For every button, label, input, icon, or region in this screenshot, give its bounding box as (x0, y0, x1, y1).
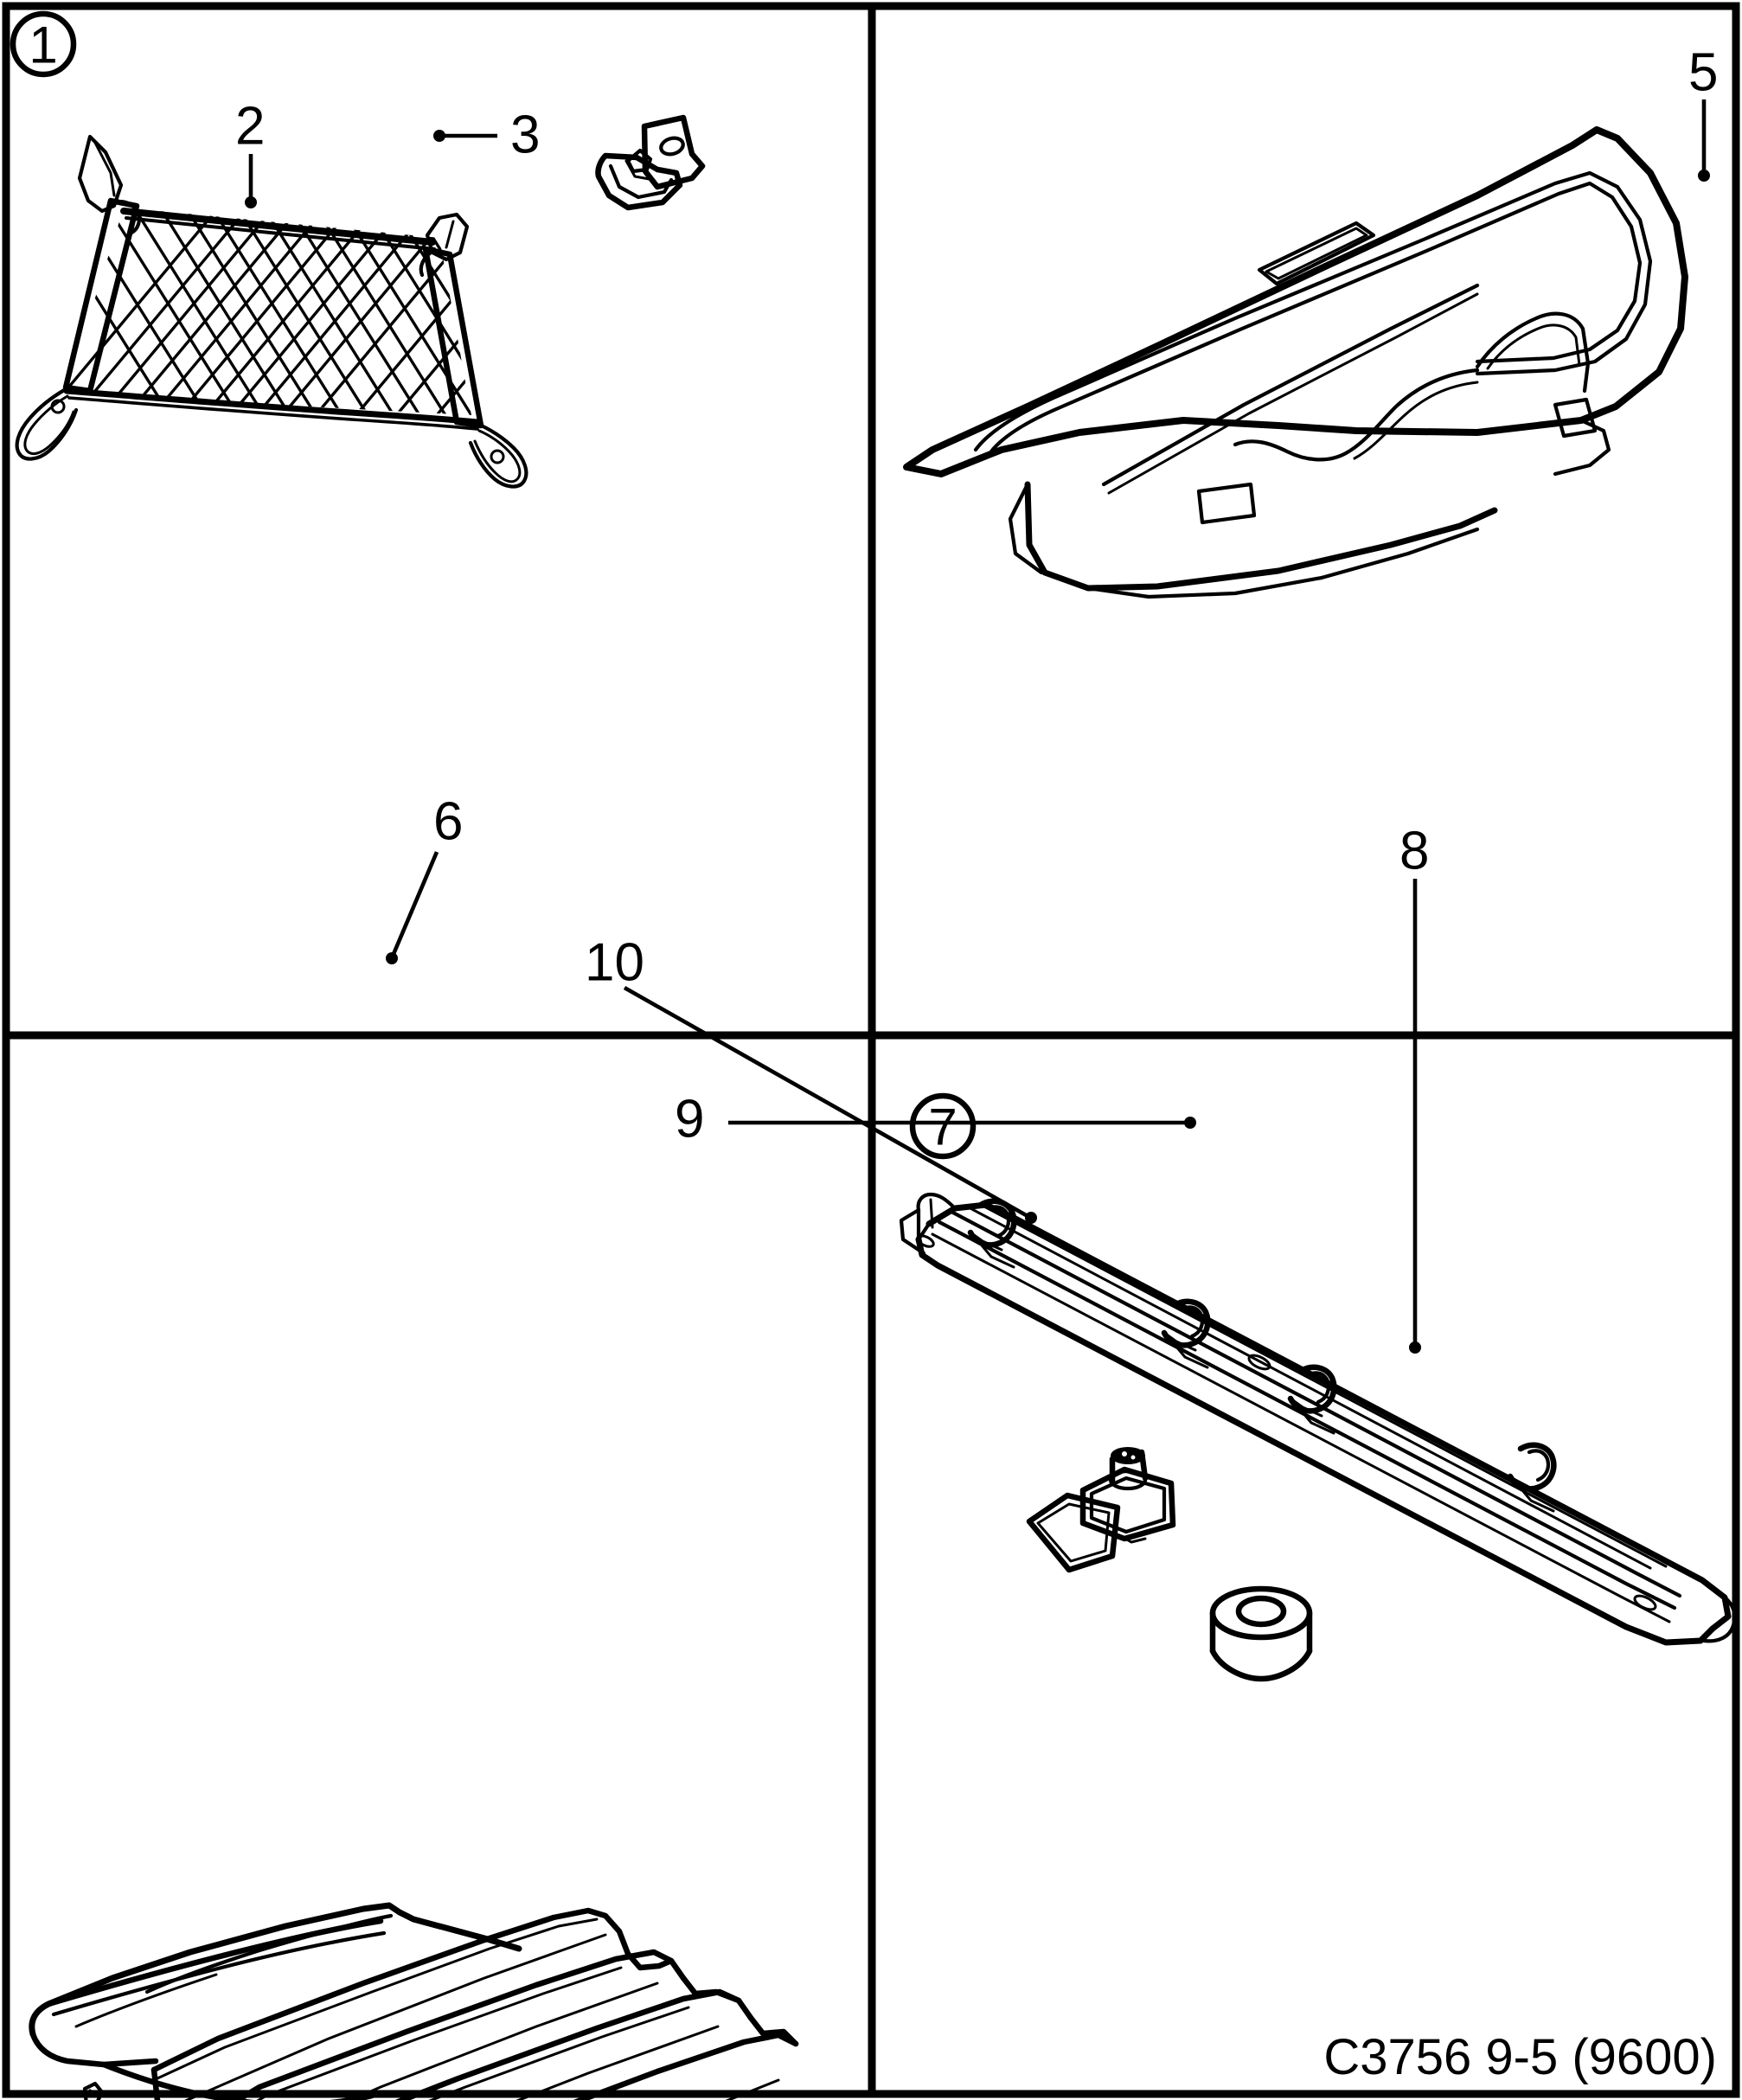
tray-small-compartment-2 (1486, 323, 1581, 370)
tray-right-wall (1553, 418, 1611, 477)
rail-groove-1 (949, 1209, 1682, 1598)
diagram-caption: C3756 9-5 (9600) (1323, 2029, 1717, 2085)
cover-bag-inner-fold-2 (74, 1973, 218, 2028)
rail-end-cap-left (916, 1192, 957, 1242)
cover-crease-a (183, 1933, 607, 2100)
net-hook-top-right (419, 212, 470, 278)
group-number-7: 7 (928, 1098, 957, 1156)
rail-flange-left (899, 1207, 926, 1256)
tray-front-face-left (1008, 482, 1044, 575)
cover-pleat-1-crease (156, 1918, 599, 2080)
tray-front-face (1024, 481, 1498, 592)
group-marker-1: 1 (10, 10, 77, 78)
rubber-grommet-part (1209, 1585, 1313, 1682)
callout-dot-8 (1409, 1341, 1421, 1354)
rail-hole-mid (1247, 1354, 1271, 1371)
net-carabiner-bottom-right (468, 421, 528, 489)
callout-dot-2 (245, 196, 257, 208)
tray-tab-2 (1553, 397, 1598, 439)
tray-inner-rim-outer (973, 170, 1653, 452)
tray-slot-edge (1101, 283, 1480, 487)
net-bottom-edge (63, 387, 481, 426)
tray-outer-rim (903, 126, 1688, 477)
rail-groove-4 (965, 1205, 1652, 1570)
net-top-edge-inner (125, 216, 436, 251)
callout-dot-5 (1698, 170, 1710, 182)
callout-label-9: 9 (675, 1089, 704, 1149)
group-marker-7: 7 (909, 1092, 977, 1160)
cover-bag-front (100, 2061, 375, 2100)
rail-bottom-face (915, 1236, 1716, 1646)
rail-end-cap-right (1701, 1595, 1737, 1643)
callout-label-6: 6 (433, 791, 463, 851)
rail-hole-right (1633, 1594, 1657, 1611)
cover-fold-right-3 (747, 2014, 799, 2047)
net-mounting-hook-part (595, 114, 706, 211)
cover-pleat-4 (573, 2032, 799, 2100)
rail-end-cap-left-2 (929, 1198, 934, 1229)
callout-dot-6 (386, 952, 398, 964)
callout-leader-6 (391, 851, 439, 955)
rail-top-face (925, 1201, 1732, 1632)
tray-handle-recess (1257, 221, 1376, 286)
rail-flange-hole-left (916, 1234, 935, 1248)
callout-label-3: 3 (510, 105, 540, 164)
cover-drawstring-2 (51, 1930, 387, 2017)
net-carabiner-bottom-left (15, 387, 79, 461)
rail-groove-5 (983, 1205, 1668, 1568)
cover-crease-b (348, 1982, 659, 2100)
callout-dot-3 (433, 130, 445, 142)
callout-label-2: 2 (235, 96, 265, 156)
trunk-tray-drawing (903, 126, 1688, 599)
group-number-1: 1 (29, 16, 57, 74)
callout-label-5: 5 (1688, 42, 1718, 102)
fastener-clip-part (1026, 1447, 1176, 1573)
tray-divider-wave (1233, 368, 1480, 462)
rail-groove-2 (937, 1220, 1677, 1610)
rail-groove-3 (931, 1232, 1671, 1623)
cover-upper-bag-lower (29, 2031, 159, 2068)
callout-dot-10 (1025, 1212, 1037, 1224)
cargo-cover-drawing (29, 1902, 799, 2100)
net-bottom-edge-inner (67, 396, 479, 431)
callout-leader-10 (623, 985, 1029, 1219)
cover-crease-c (516, 2025, 720, 2100)
callout-dot-9 (1184, 1117, 1196, 1129)
tray-small-compartment (1475, 311, 1591, 394)
load-rail-drawing (899, 1192, 1737, 1682)
cover-bag-inner-fold (144, 1913, 394, 1994)
cover-hook-left (82, 2081, 105, 2100)
tray-bottom-edge (1086, 527, 1480, 599)
cover-pleat-2-crease (256, 1966, 623, 2100)
callout-label-8: 8 (1399, 821, 1429, 880)
cover-fold-right-1 (624, 1950, 675, 1971)
cover-pleat-1 (151, 1907, 631, 2073)
tray-divider-wave-2 (1353, 381, 1479, 460)
tray-inner-rim-inner (989, 181, 1643, 454)
net-hook-top-left (77, 134, 141, 236)
net-top-edge (120, 208, 436, 246)
rail-strap-3 (1287, 1364, 1337, 1435)
callout-label-10: 10 (585, 932, 644, 992)
tray-handle-recess-inner (1265, 227, 1368, 280)
cover-fold-right-2 (680, 1975, 742, 2004)
tray-slot-edge-2 (1107, 292, 1479, 495)
cover-fold-left-1 (151, 2066, 162, 2100)
tray-tab-1 (1196, 482, 1257, 525)
cover-pleat-3-crease (428, 2006, 690, 2100)
rail-strap-2 (1161, 1298, 1211, 1369)
rail-strap-4 (1507, 1442, 1557, 1513)
